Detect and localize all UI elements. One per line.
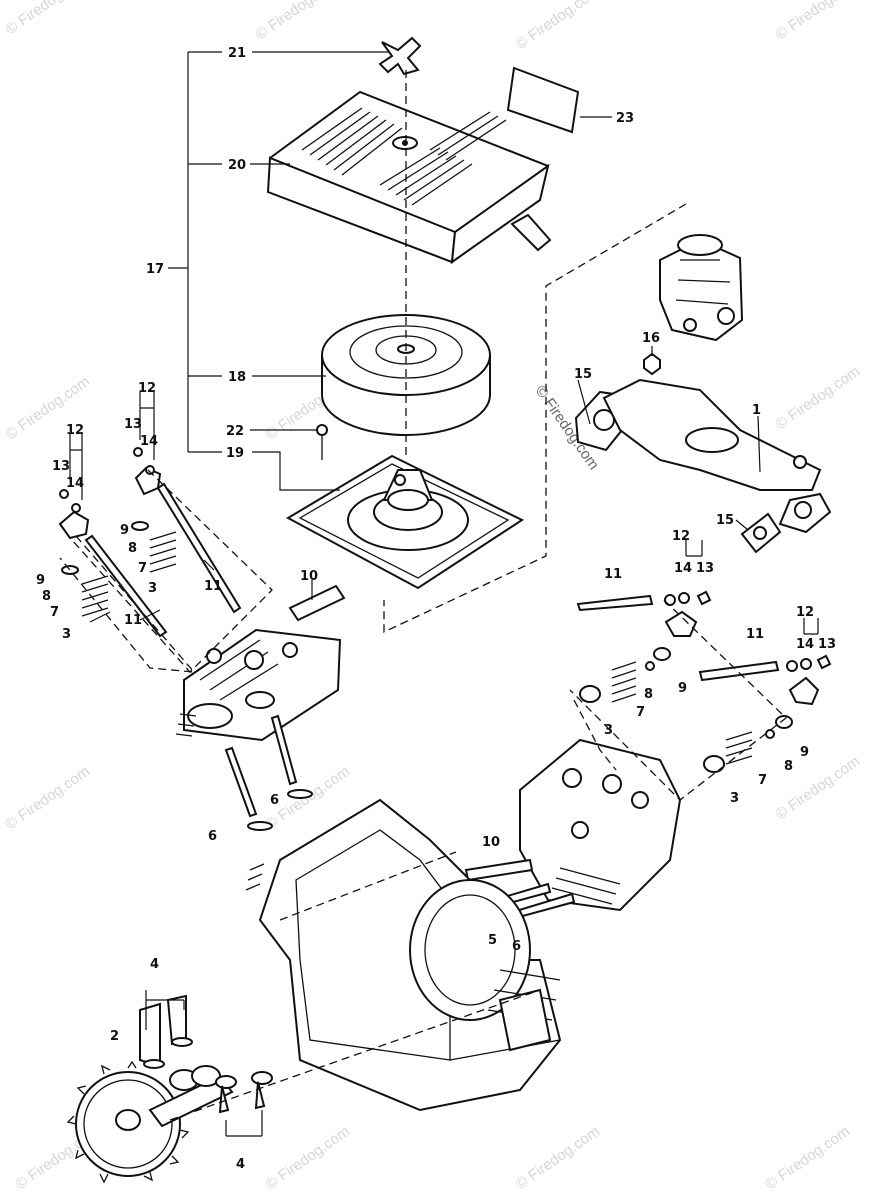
rocker-arm-upper-right xyxy=(664,590,712,637)
callout-13-lower-right: 13 xyxy=(818,637,836,652)
rocker-arm-lower-left xyxy=(58,489,90,540)
callout-7-left-lower: 7 xyxy=(50,605,59,620)
callout-6-left-upper: 6 xyxy=(270,793,279,808)
callout-17: 17 xyxy=(146,262,164,277)
callout-3-left-lower: 3 xyxy=(62,627,71,642)
callout-11-left-lower: 11 xyxy=(124,613,142,628)
valve-springs-right xyxy=(579,647,793,773)
watermark: © Firedog.com xyxy=(513,0,604,53)
callout-9-right-lower: 9 xyxy=(800,745,809,760)
callouts: 21 23 20 17 18 22 19 16 15 1 15 12 13 14… xyxy=(36,46,836,1172)
callout-7-right-lower: 7 xyxy=(758,773,767,788)
callout-9-left-upper: 9 xyxy=(120,523,129,538)
watermark: © Firedog.com xyxy=(263,1123,354,1193)
tappets-4-lower xyxy=(215,1071,273,1114)
callout-9-right-upper: 9 xyxy=(678,681,687,696)
callout-13-lower-left: 13 xyxy=(52,459,70,474)
callout-8-left-lower: 8 xyxy=(42,589,51,604)
watermark: © Firedog.com xyxy=(773,0,864,43)
callout-9-left-lower: 9 xyxy=(36,573,45,588)
callout-7-left-upper: 7 xyxy=(138,561,147,576)
callout-14-lower-right: 14 xyxy=(796,637,814,652)
callout-15-upper: 15 xyxy=(574,367,592,382)
rocker-arm-upper-left xyxy=(133,447,162,496)
label-sticker-23 xyxy=(506,66,580,134)
air-cleaner-base-19 xyxy=(285,454,525,590)
cylinder-head-right xyxy=(519,738,682,912)
tappets-4-upper xyxy=(139,994,193,1069)
watermark: © Firedog.com xyxy=(773,363,864,433)
callout-21: 21 xyxy=(228,46,246,61)
crankcase xyxy=(245,798,562,1112)
cylinder-head-left xyxy=(175,628,342,742)
callout-14-upper-right: 14 xyxy=(674,561,692,576)
rocker-arm-lower-right xyxy=(786,654,832,706)
callout-2: 2 xyxy=(110,1029,119,1044)
watermark: © Firedog.com xyxy=(763,1123,854,1193)
callout-13-upper-right: 13 xyxy=(696,561,714,576)
leader-lines xyxy=(69,51,819,1137)
callout-18: 18 xyxy=(228,370,246,385)
callout-7-right-upper: 7 xyxy=(636,705,645,720)
callout-15-lower: 15 xyxy=(716,513,734,528)
air-filter-element-18 xyxy=(321,314,491,436)
watermark: © Firedog.com xyxy=(3,0,94,38)
callout-23: 23 xyxy=(616,111,634,126)
carburetor xyxy=(659,234,744,342)
pushrods-left xyxy=(84,482,242,638)
callout-12-upper-left: 12 xyxy=(138,381,156,396)
callout-10-lower: 10 xyxy=(482,835,500,850)
valves-left xyxy=(224,714,313,831)
callout-11-right-lower: 11 xyxy=(746,627,764,642)
callout-12-lower-left: 12 xyxy=(66,423,84,438)
callout-8-right-upper: 8 xyxy=(644,687,653,702)
callout-3-right-lower: 3 xyxy=(730,791,739,806)
callout-20: 20 xyxy=(228,158,246,173)
callout-12-upper-right: 12 xyxy=(672,529,690,544)
callout-16: 16 xyxy=(642,331,660,346)
watermark: © Firedog.com xyxy=(3,763,94,833)
camshaft xyxy=(148,1065,234,1128)
intake-manifold-1 xyxy=(602,378,832,534)
callout-4-upper: 4 xyxy=(150,957,159,972)
pushrod-tube-10-lower xyxy=(464,858,534,882)
callout-10-upper: 10 xyxy=(300,569,318,584)
callout-5: 5 xyxy=(488,933,497,948)
cam-gear-2 xyxy=(66,1060,190,1184)
valve-springs-left xyxy=(61,521,177,617)
pushrod-11-right-lower xyxy=(698,660,780,682)
callout-4-lower: 4 xyxy=(236,1157,245,1172)
pushrod-tube-10-upper xyxy=(288,584,346,622)
callout-13-upper-left: 13 xyxy=(124,417,142,432)
callout-12-lower-right: 12 xyxy=(796,605,814,620)
bolt-22 xyxy=(316,424,328,460)
wing-nut-21 xyxy=(378,36,422,76)
callout-22: 22 xyxy=(226,424,244,439)
callout-3-left-upper: 3 xyxy=(148,581,157,596)
callout-6-right: 6 xyxy=(512,939,521,954)
callout-3-right-upper: 3 xyxy=(604,723,613,738)
gasket-15-lower xyxy=(740,512,782,554)
callout-11-right-upper: 11 xyxy=(604,567,622,582)
callout-19: 19 xyxy=(226,446,244,461)
callout-8-left-upper: 8 xyxy=(128,541,137,556)
group-bracket-17 xyxy=(168,51,222,453)
callout-14-lower-left: 14 xyxy=(66,476,84,491)
callout-6-left-lower: 6 xyxy=(208,829,217,844)
pushrod-11-right-upper xyxy=(576,594,654,612)
callout-11-left-upper: 11 xyxy=(204,579,222,594)
watermark: © Firedog.com xyxy=(513,1123,604,1193)
callout-8-right-lower: 8 xyxy=(784,759,793,774)
watermark: © Firedog.com xyxy=(253,0,344,43)
callout-1: 1 xyxy=(752,403,761,418)
callout-14-upper-left: 14 xyxy=(140,434,158,449)
air-cleaner-cover-20 xyxy=(266,90,552,265)
nut-16 xyxy=(643,352,661,376)
